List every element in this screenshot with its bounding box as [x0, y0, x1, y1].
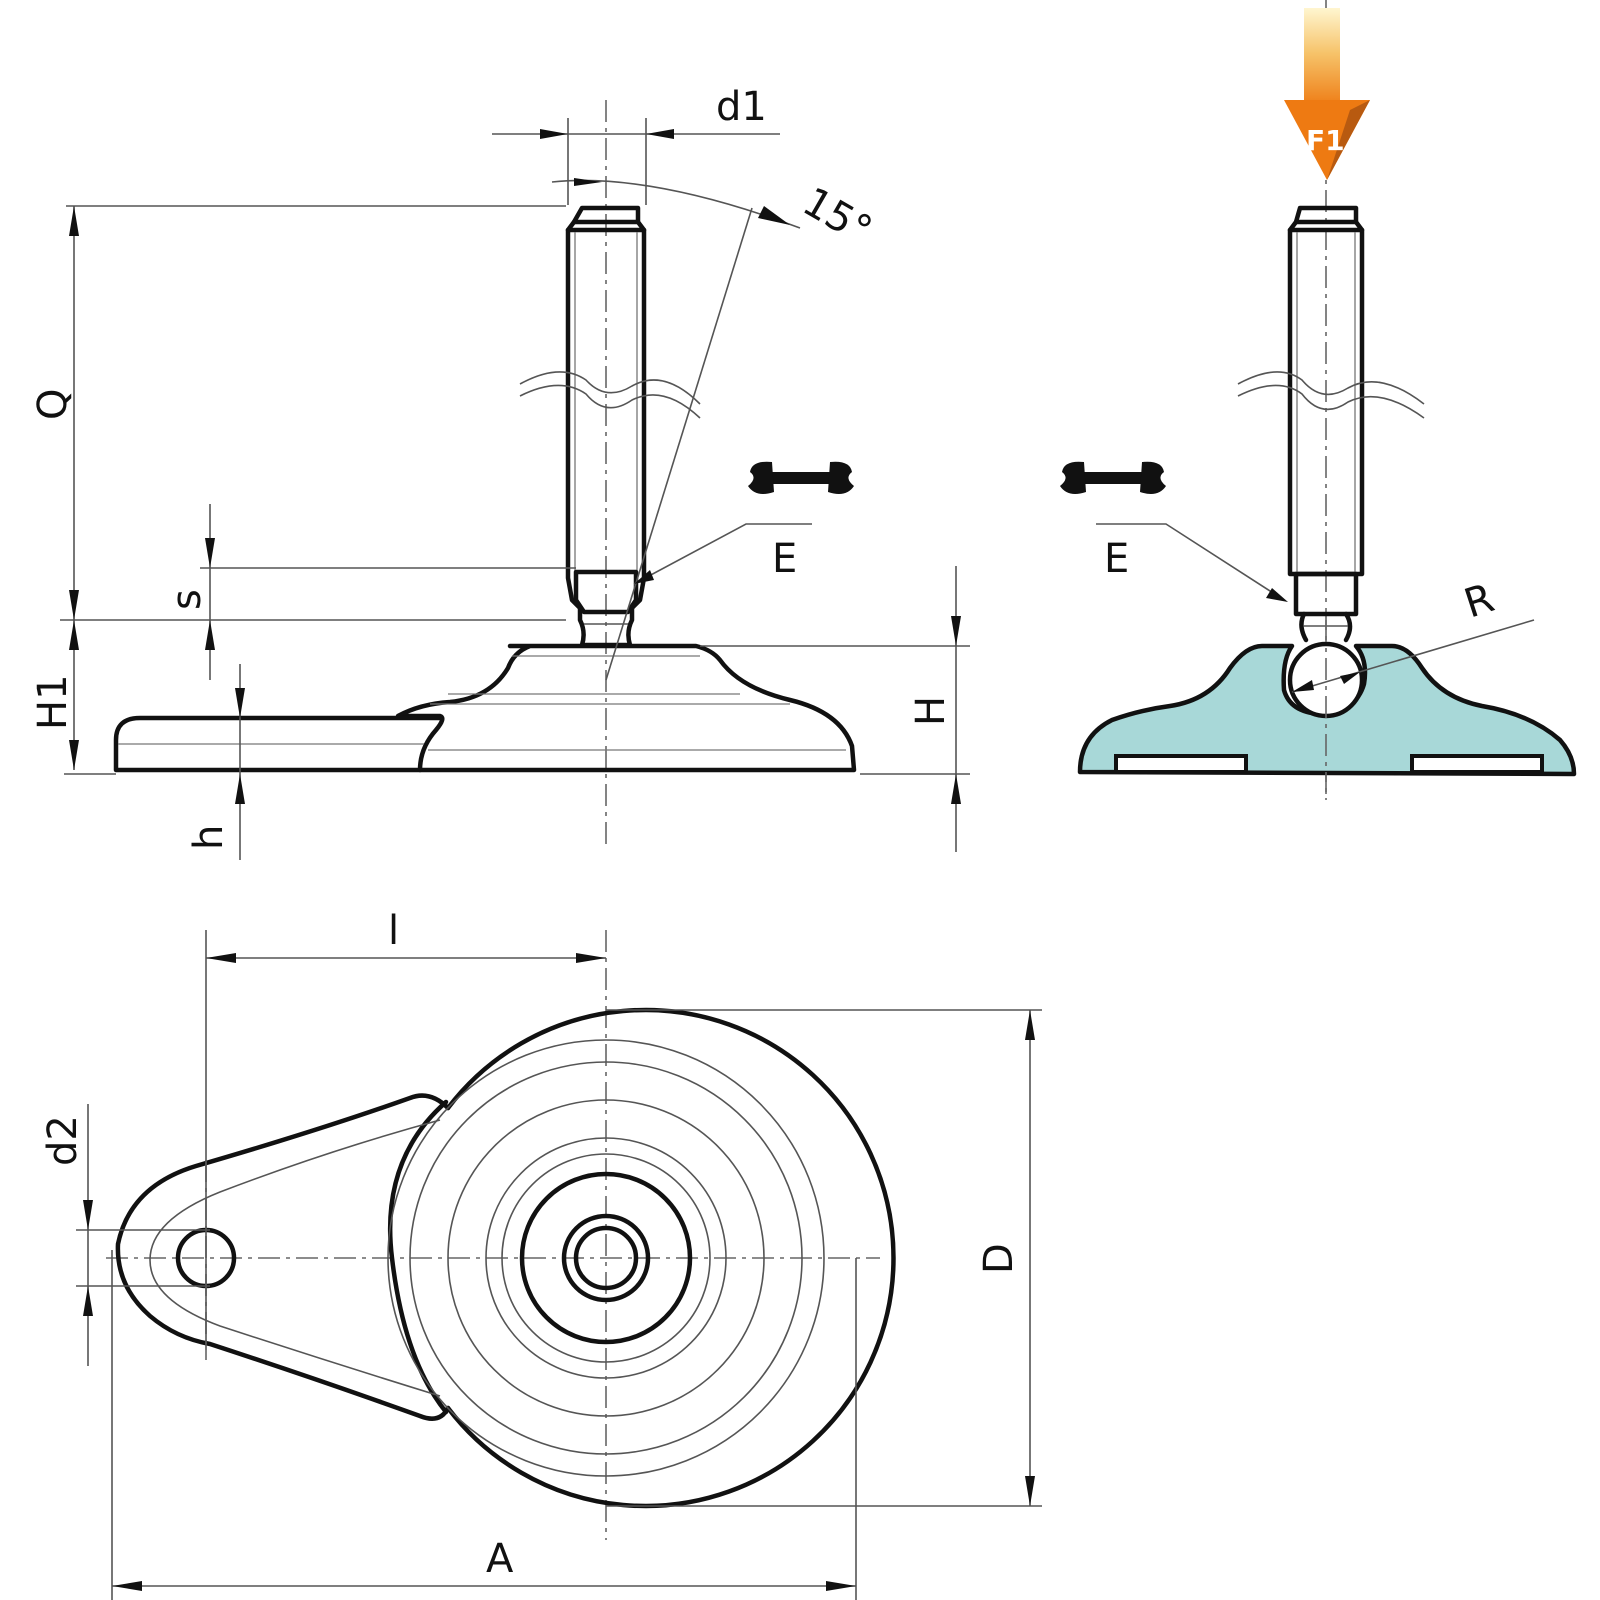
wrench-icon — [1060, 461, 1166, 494]
d2-label: d2 — [40, 1115, 86, 1166]
threaded-stem — [519, 205, 701, 648]
force-arrow-icon: F1 — [1284, 8, 1370, 180]
top-view: l d2 D A — [40, 908, 1042, 1600]
h-label: h — [186, 825, 232, 850]
d1-label: d1 — [716, 84, 767, 130]
e-label-side: E — [772, 536, 797, 582]
s-label: s — [164, 589, 210, 610]
wrench-icon — [748, 461, 854, 494]
e-label-section: E — [1104, 536, 1129, 582]
section-view: F1 R E — [1077, 0, 1577, 800]
h1-label: H1 — [30, 674, 76, 730]
base-side — [113, 643, 857, 773]
D-label: D — [976, 1243, 1022, 1274]
A-label: A — [486, 1536, 514, 1582]
q-label: Q — [30, 389, 76, 420]
H-label: H — [908, 696, 954, 726]
r-label: R — [1459, 575, 1500, 627]
l-label: l — [388, 908, 399, 954]
f1-label: F1 — [1306, 124, 1345, 157]
angle-label: 15° — [795, 179, 879, 254]
